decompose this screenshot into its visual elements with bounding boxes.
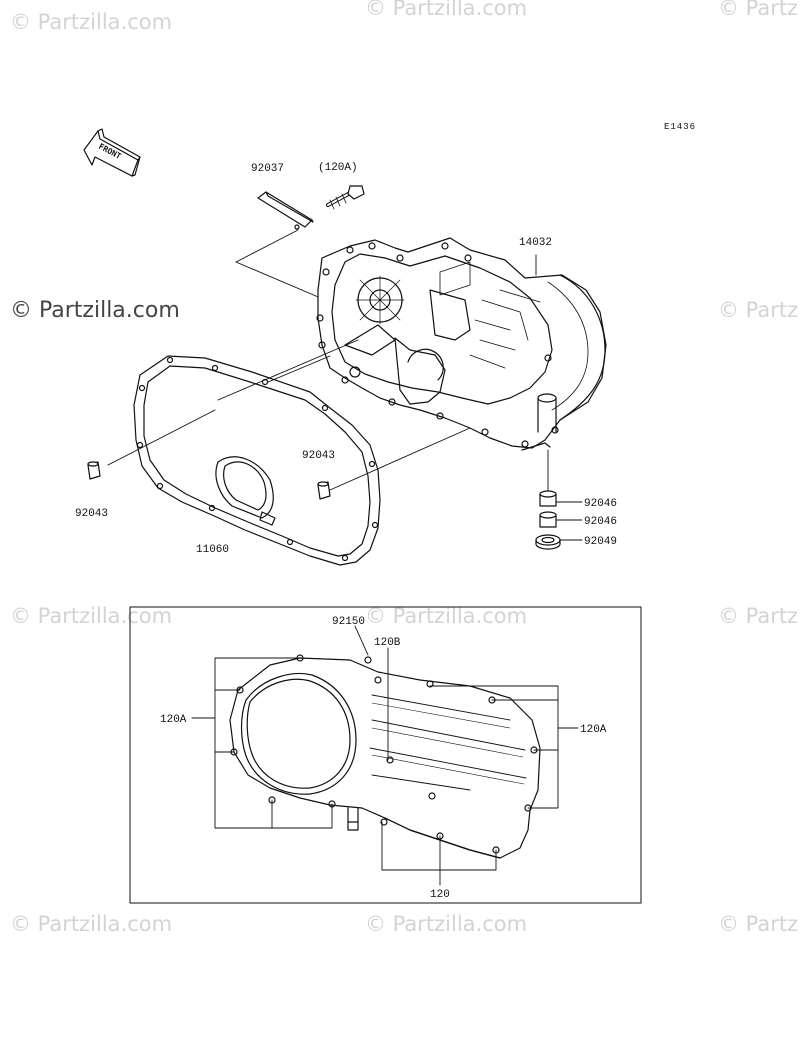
part-92046-bushing-a: [539, 490, 557, 507]
label-11060: 11060: [196, 544, 229, 556]
part-14032-crankcase-cover: [316, 237, 607, 451]
inset-frame: [129, 606, 642, 904]
part-92049-oil-seal: [535, 534, 561, 550]
label-92046-b: 92046: [584, 516, 617, 528]
part-11060-gasket: [133, 355, 381, 566]
label-120A-left: 120A: [160, 714, 187, 726]
front-arrow-icon: [83, 128, 141, 177]
label-92150: 92150: [332, 616, 365, 628]
part-92043-dowel-right: [317, 481, 331, 500]
label-120A-right: 120A: [580, 724, 607, 736]
diagram-code: E1436: [664, 122, 696, 132]
label-92043-left: 92043: [75, 508, 108, 520]
part-92037-plate: [257, 191, 314, 230]
label-120A-top: (120A): [318, 162, 358, 174]
label-120B: 120B: [374, 637, 401, 649]
label-120: 120: [430, 889, 450, 901]
part-92046-bushing-b: [539, 511, 557, 528]
label-92037: 92037: [251, 163, 284, 175]
label-92049: 92049: [584, 536, 617, 548]
part-92150-outer-cover: [229, 654, 541, 859]
label-92043-right: 92043: [302, 450, 335, 462]
part-120A-bolt: [326, 185, 365, 210]
label-14032: 14032: [519, 237, 552, 249]
label-92046-a: 92046: [584, 498, 617, 510]
part-92043-dowel-left: [87, 461, 101, 480]
